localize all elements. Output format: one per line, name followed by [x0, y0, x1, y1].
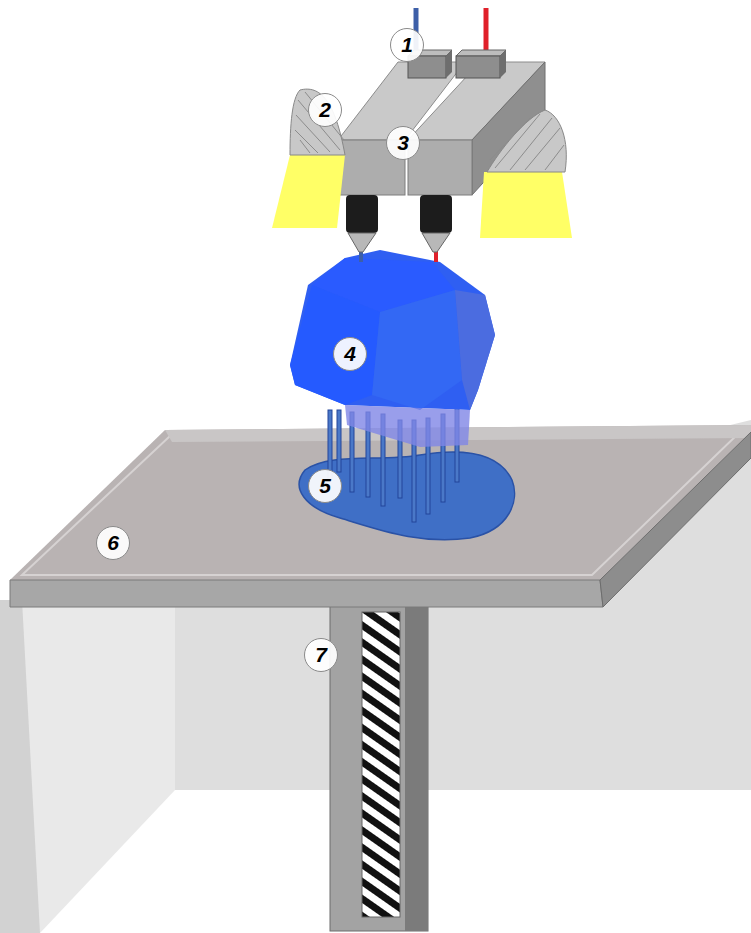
- plate-side: [600, 432, 751, 607]
- printed-part: [290, 250, 495, 447]
- callout-number: 7: [304, 638, 338, 672]
- lead-screw: [362, 612, 400, 917]
- wall-edge: [0, 600, 40, 933]
- nozzles: [346, 195, 452, 262]
- callout-number: 1: [390, 28, 424, 62]
- callout-number: 3: [386, 126, 420, 160]
- uv-lamps: [272, 89, 572, 238]
- callout-number: 2: [308, 93, 342, 127]
- callout-number: 5: [308, 469, 342, 503]
- z-column-side: [405, 606, 428, 931]
- z-column: [330, 606, 428, 931]
- plate-front: [10, 580, 603, 607]
- left-wall: [0, 600, 175, 933]
- callout-number: 6: [96, 526, 130, 560]
- callout-number: 4: [333, 337, 367, 371]
